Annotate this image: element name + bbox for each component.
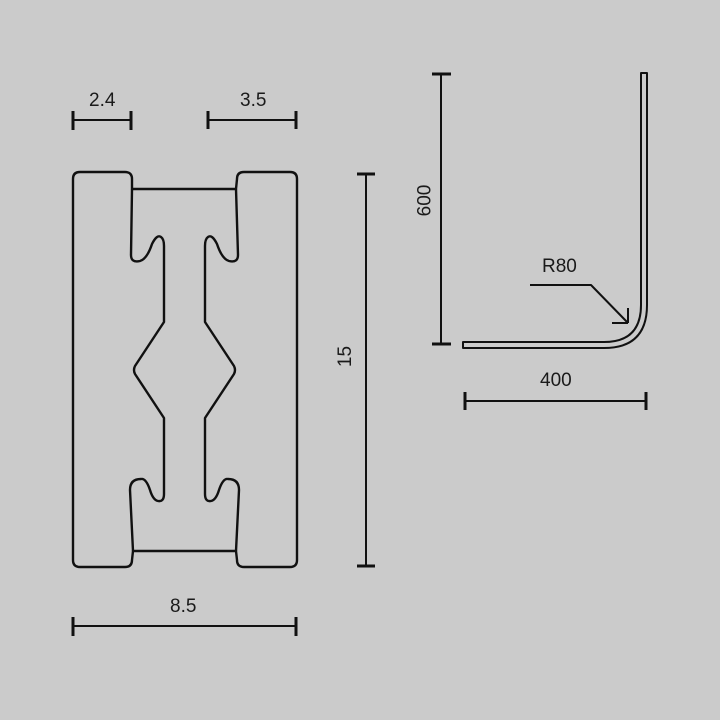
corner-bend-track [462, 72, 648, 349]
profile-inner-cavity [128, 188, 241, 552]
dimension-label-8-5: 8.5 [170, 596, 197, 617]
dimension-line-600 [432, 72, 451, 346]
dimension-label-2-4: 2.4 [89, 90, 116, 111]
dimension-label-600: 600 [414, 184, 436, 217]
dimension-label-15: 15 [335, 345, 357, 368]
dimension-line-400 [463, 392, 648, 410]
dimension-line-8-5 [71, 617, 298, 636]
profile-cross-section [71, 170, 299, 569]
dimension-line-3-5 [206, 111, 298, 129]
radius-label-r80: R80 [542, 256, 577, 277]
dimension-line-15 [357, 172, 375, 568]
radius-leader-arrow [530, 284, 629, 324]
dimension-label-3-5: 3.5 [240, 90, 267, 111]
dimension-label-400: 400 [540, 370, 572, 391]
dimension-line-2-4 [71, 111, 133, 130]
